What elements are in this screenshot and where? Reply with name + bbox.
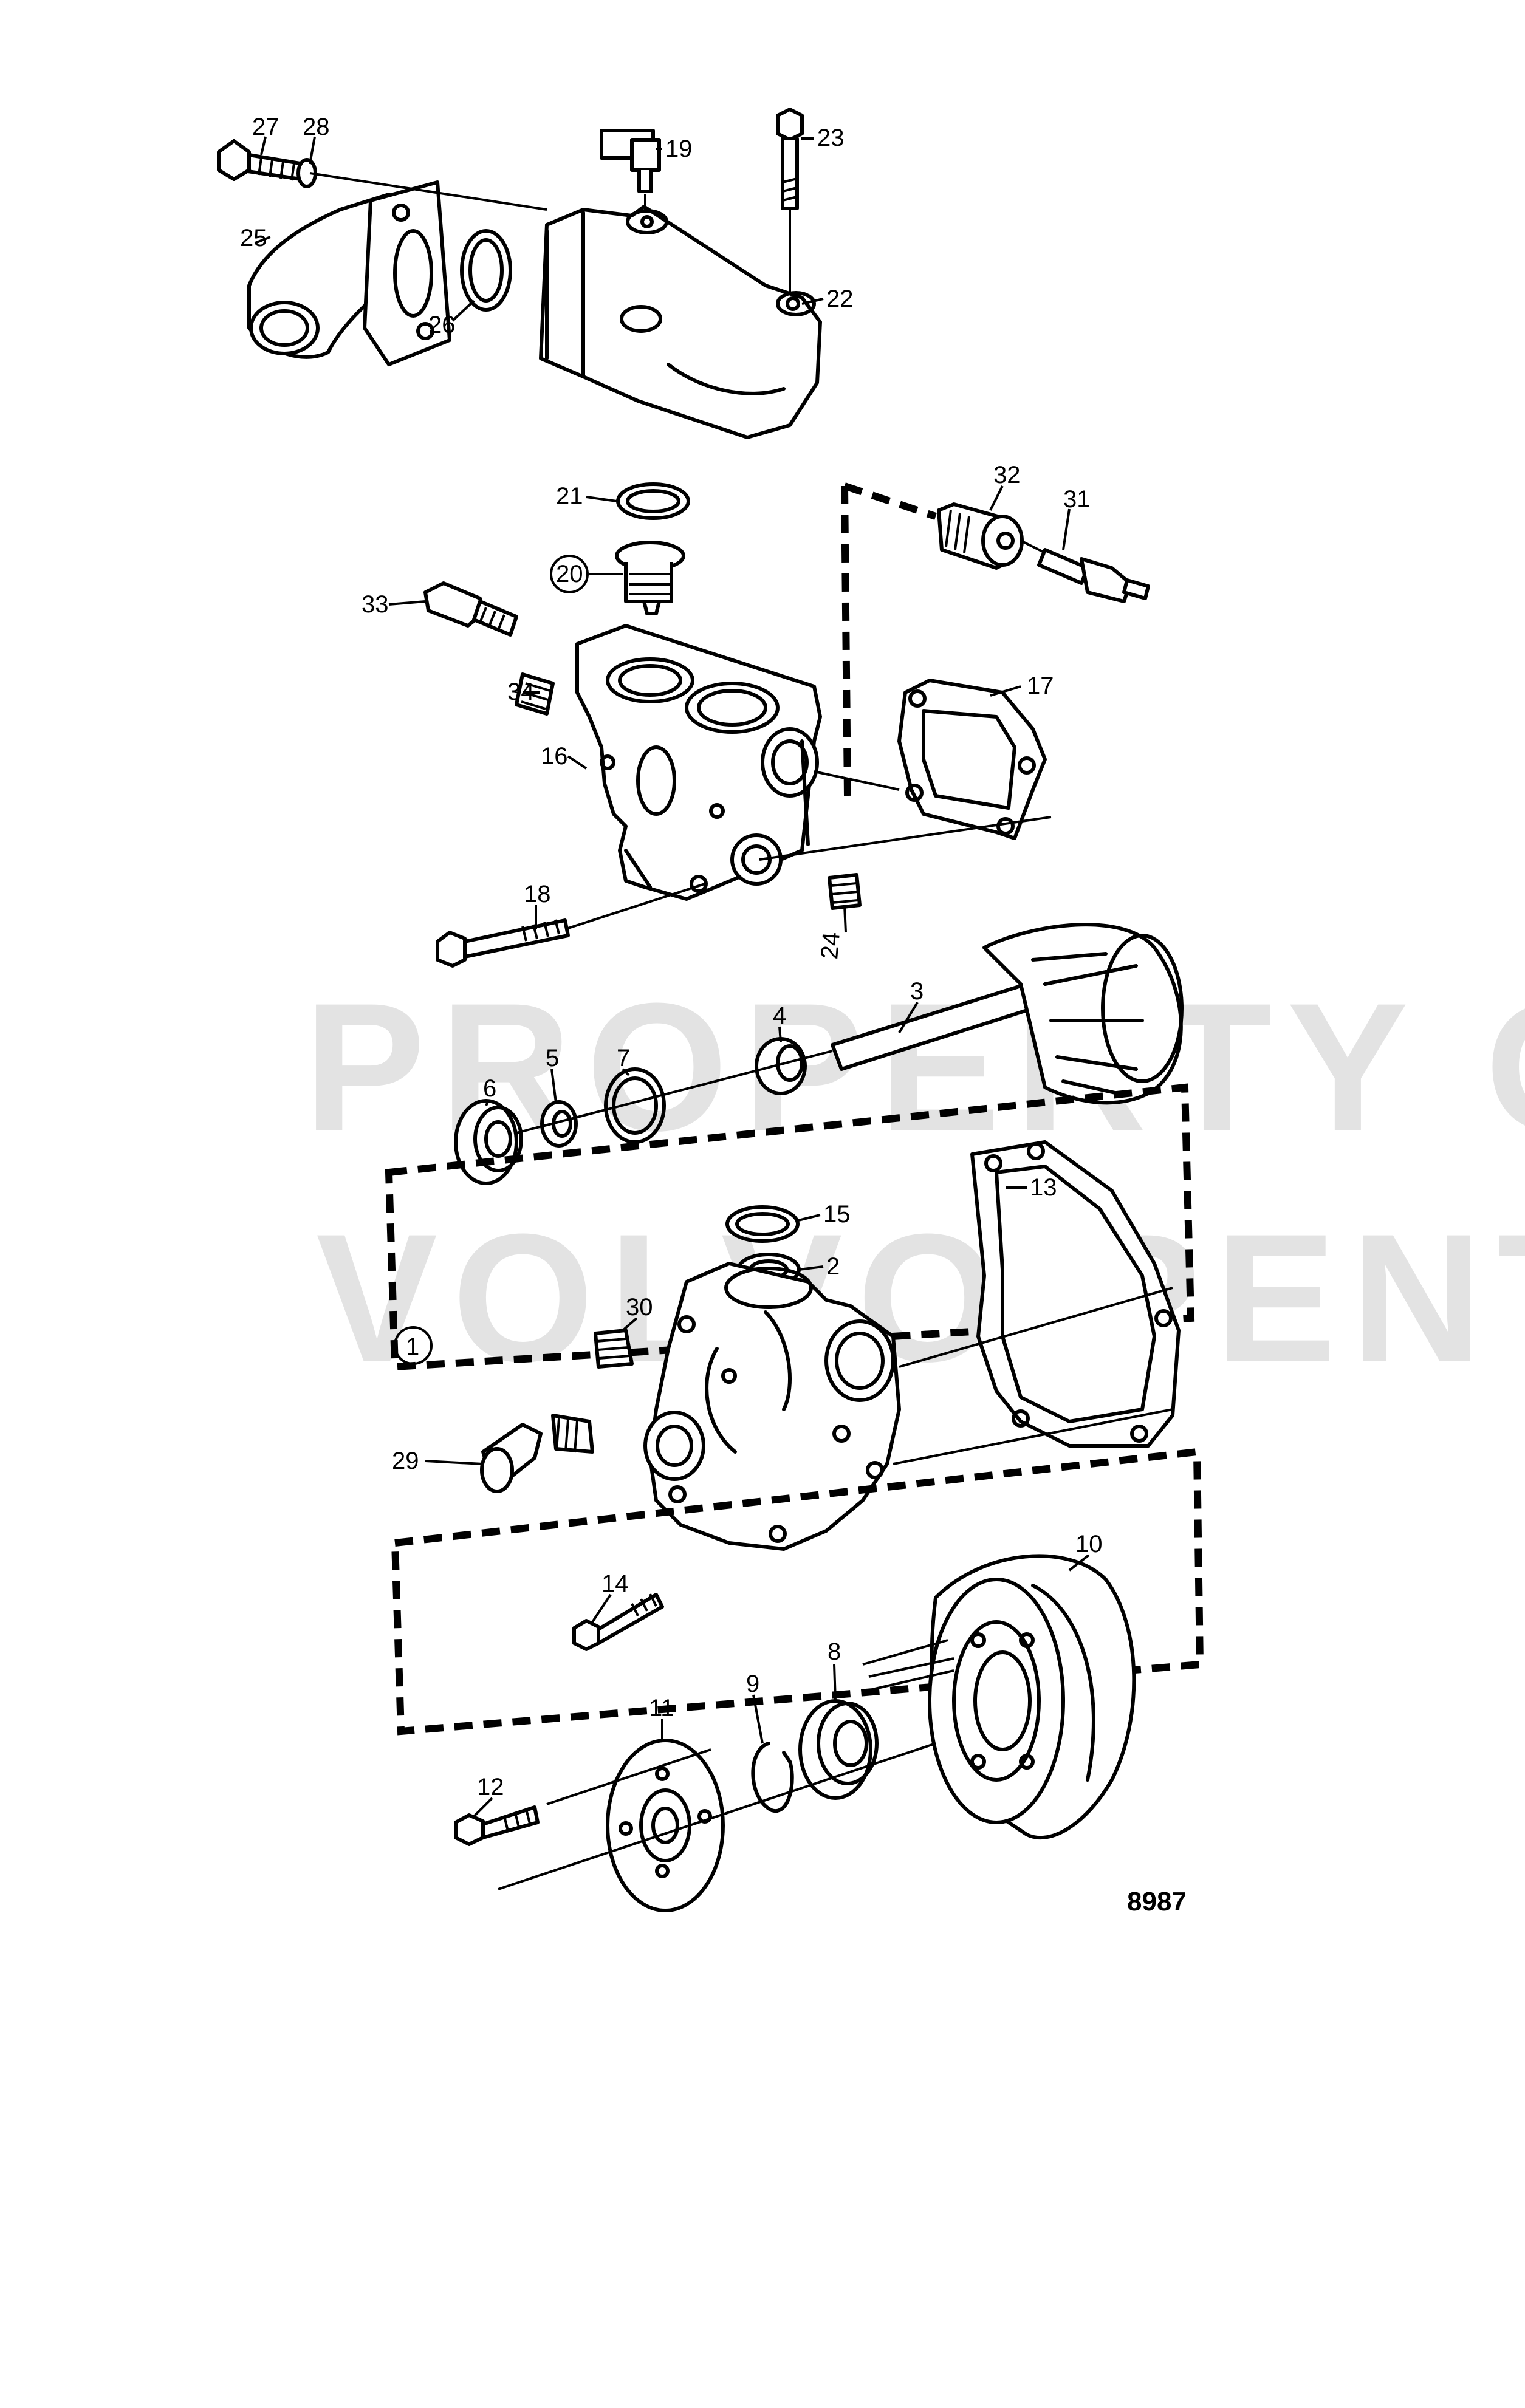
pump-housing <box>643 1262 901 1551</box>
connection-pipe-29 <box>480 1414 594 1493</box>
callout-4: 4 <box>773 1002 786 1029</box>
adapter-32 <box>937 502 1024 570</box>
callout-13: 13 <box>1030 1174 1057 1201</box>
seal-ring-5 <box>540 1100 578 1148</box>
ball-bearing-6 <box>454 1099 523 1185</box>
callout-17: 17 <box>1027 672 1054 699</box>
o-ring-26 <box>460 229 512 312</box>
impeller-shaft-3 <box>831 923 1184 1105</box>
hub-11 <box>606 1739 725 1912</box>
o-ring-15 <box>725 1205 800 1243</box>
callout-22: 22 <box>826 286 854 312</box>
callout-5: 5 <box>546 1045 559 1072</box>
callout-28: 28 <box>303 114 330 140</box>
watermark-line-2: VOLVO PENTA <box>316 1195 1525 1400</box>
callout-26: 26 <box>428 312 456 338</box>
bolt-18 <box>436 918 570 968</box>
bolt-12 <box>454 1805 540 1846</box>
callout-14: 14 <box>601 1570 629 1597</box>
callout-11: 11 <box>649 1695 674 1722</box>
callout-8: 8 <box>828 1638 841 1665</box>
thermostat-20 <box>615 541 685 615</box>
temperature-sensor-31 <box>1037 548 1150 603</box>
callout-15: 15 <box>823 1201 851 1228</box>
callout-20: 20 <box>556 561 583 587</box>
elbow-outlet-25 <box>247 180 451 366</box>
bolt-27 <box>217 139 306 181</box>
callout-34: 34 <box>507 679 535 705</box>
callout-27: 27 <box>252 114 279 140</box>
gasket-13 <box>970 1140 1181 1448</box>
plug-30 <box>594 1329 634 1369</box>
gasket-17 <box>897 679 1047 840</box>
callout-16: 16 <box>541 743 568 770</box>
bolt-14 <box>572 1593 664 1651</box>
callout-19: 19 <box>665 135 693 162</box>
pulley-10 <box>928 1554 1136 1840</box>
bolt-23 <box>776 108 804 210</box>
callout-12: 12 <box>477 1774 504 1801</box>
callout-33: 33 <box>362 591 389 618</box>
temperature-sender-19 <box>600 129 661 193</box>
callout-31: 31 <box>1063 486 1091 513</box>
leader-lines <box>255 136 1090 1818</box>
callout-3: 3 <box>910 978 924 1005</box>
group-marker: 1 <box>394 1326 433 1365</box>
callout-24: 24 <box>816 931 845 960</box>
plug-24 <box>828 873 862 910</box>
callout-25: 25 <box>240 225 267 251</box>
circlip-9 <box>751 1742 794 1813</box>
thermostat-housing-16 <box>575 624 822 901</box>
seal-4 <box>755 1037 807 1095</box>
callout-23: 23 <box>817 125 845 151</box>
o-ring-7 <box>604 1067 666 1144</box>
thermostat-cover-housing <box>539 205 822 439</box>
callout-29: 29 <box>392 1448 419 1474</box>
callout-32: 32 <box>993 462 1021 488</box>
callout-2: 2 <box>826 1253 840 1280</box>
callout-18: 18 <box>524 881 551 908</box>
callout-10: 10 <box>1075 1531 1103 1558</box>
temperature-switch-33 <box>423 581 518 637</box>
callout-20-circle <box>550 555 589 593</box>
callout-7: 7 <box>617 1045 630 1072</box>
callout-30: 30 <box>626 1294 653 1321</box>
figure-number: 8987 <box>1127 1887 1187 1917</box>
group-marker-label: 1 <box>406 1333 419 1360</box>
sealing-ring-21 <box>616 482 690 520</box>
callout-9: 9 <box>746 1671 759 1697</box>
callout-labels: 27 28 19 23 25 26 22 21 20 32 31 33 17 3… <box>240 114 1103 1801</box>
callout-21: 21 <box>556 483 583 510</box>
callout-6: 6 <box>483 1075 496 1102</box>
